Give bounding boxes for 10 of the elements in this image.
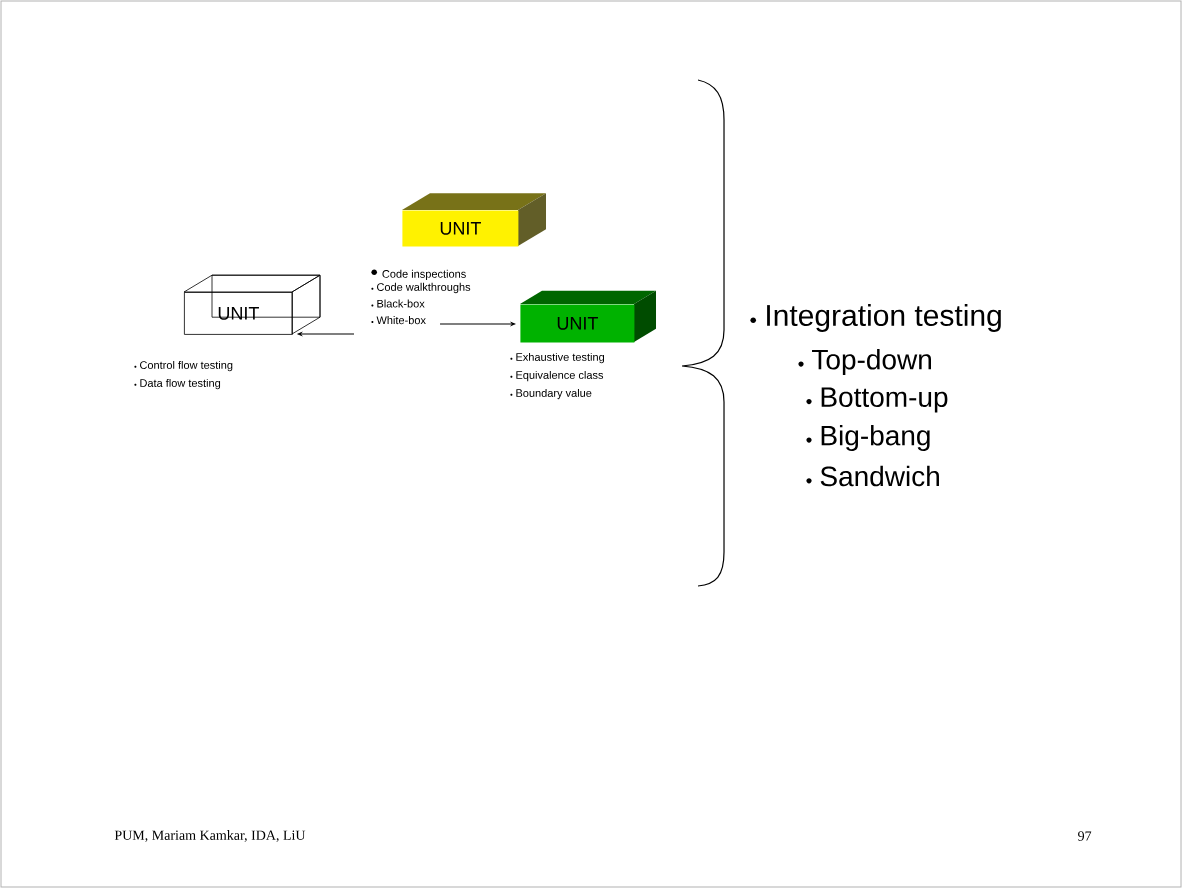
wireframe-unit-block: UNIT (183, 274, 321, 335)
bullet-item: Big-bang (806, 424, 930, 452)
bullet-item: Top-down (798, 348, 931, 376)
unit-block: UNIT (402, 193, 546, 247)
bullet-item: Sandwich (806, 465, 939, 487)
arrow (297, 332, 355, 336)
bullet-item: Integration testing (750, 304, 1001, 332)
arrow (439, 322, 516, 326)
bullet-item: Bottom-up (806, 387, 948, 413)
unit-block: UNIT (520, 290, 656, 343)
